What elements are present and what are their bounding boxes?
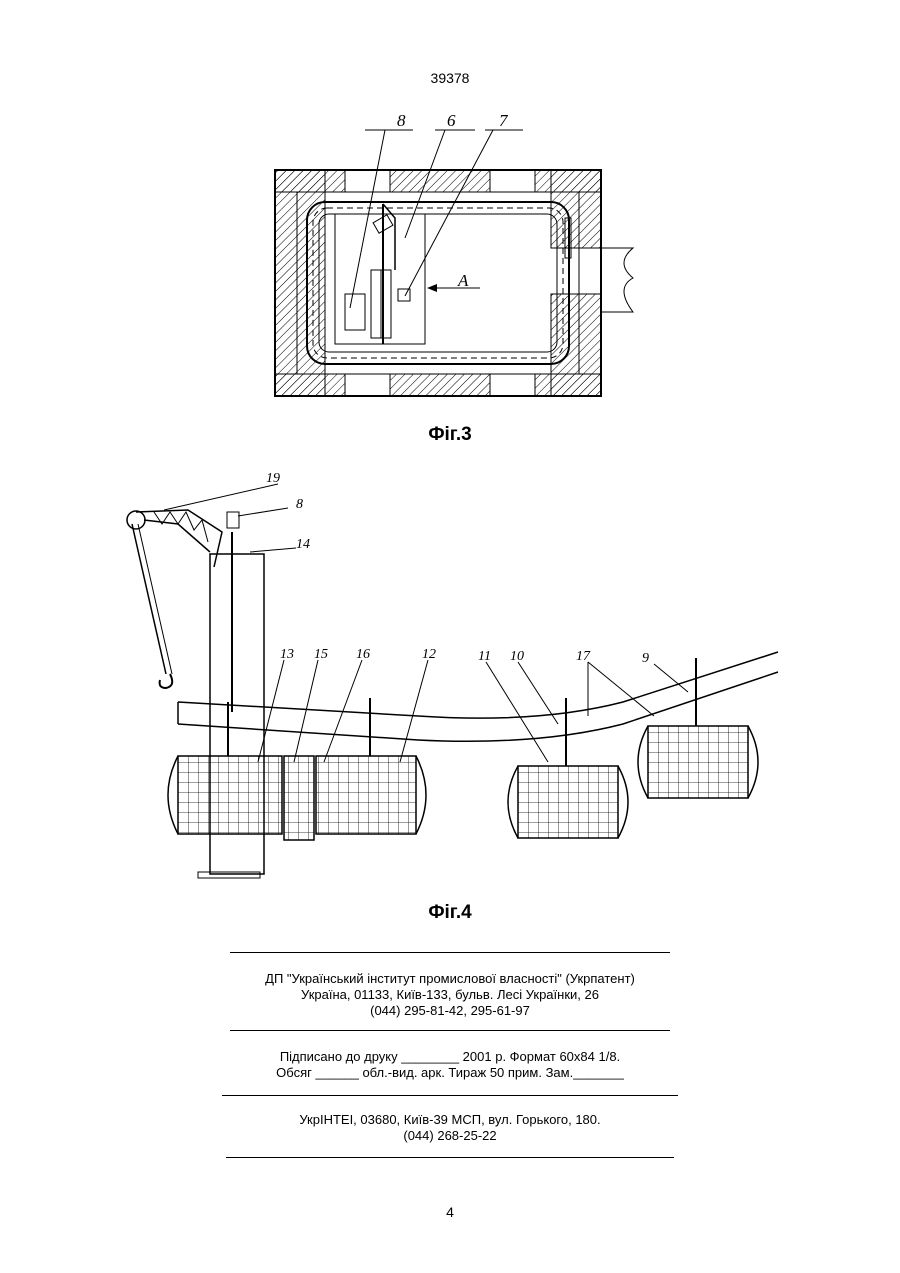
fig4-callout-12: 12 (422, 647, 436, 662)
publisher-name: ДП "Український інститут промислової вла… (0, 971, 900, 987)
fig4-callout-13: 13 (280, 647, 294, 662)
fig3-view-label: A (457, 271, 469, 290)
footer-divider-2 (230, 1030, 670, 1031)
printer-address: УкрІНТЕІ, 03680, Київ-39 МСП, вул. Горьк… (0, 1112, 900, 1128)
print-volume-line: Обсяг ______ обл.-вид. арк. Тираж 50 при… (0, 1065, 900, 1081)
printer-block: УкрІНТЕІ, 03680, Київ-39 МСП, вул. Горьк… (0, 1112, 900, 1144)
publisher-block: ДП "Український інститут промислової вла… (0, 971, 900, 1019)
footer-divider-4 (226, 1157, 674, 1158)
footer-divider-3 (222, 1095, 678, 1096)
document-number: 39378 (0, 70, 900, 86)
print-info-block: Підписано до друку ________ 2001 р. Форм… (0, 1049, 900, 1081)
figure-4-caption: Фіг.4 (0, 902, 900, 924)
fig4-callout-17: 17 (576, 649, 591, 664)
fig4-callout-9: 9 (642, 651, 649, 666)
fig3-callout-7: 7 (499, 111, 509, 130)
fig4-callout-10: 10 (510, 649, 524, 664)
fig4-callout-16: 16 (356, 647, 370, 662)
fig4-callout-14: 14 (296, 537, 310, 552)
printer-phone: (044) 268-25-22 (0, 1128, 900, 1144)
figure-4-drawing: 19 8 14 13 15 16 12 11 10 17 9 (118, 462, 783, 887)
publisher-phone: (044) 295-81-42, 295-61-97 (0, 1003, 900, 1019)
figure-3-caption: Фіг.3 (0, 424, 900, 446)
fig3-callout-8: 8 (397, 111, 406, 130)
fig3-callout-6: 6 (447, 111, 456, 130)
fig4-callout-11: 11 (478, 649, 491, 664)
fig4-callout-19: 19 (266, 471, 280, 486)
fig4-callout-15: 15 (314, 647, 328, 662)
publisher-address: Україна, 01133, Київ-133, бульв. Лесі Ук… (0, 987, 900, 1003)
fig4-callout-8: 8 (296, 497, 303, 512)
print-signed-line: Підписано до друку ________ 2001 р. Форм… (0, 1049, 900, 1065)
footer-divider-1 (230, 952, 670, 953)
figure-3-drawing: 8 6 7 A (255, 108, 645, 408)
page-number: 4 (0, 1204, 900, 1220)
